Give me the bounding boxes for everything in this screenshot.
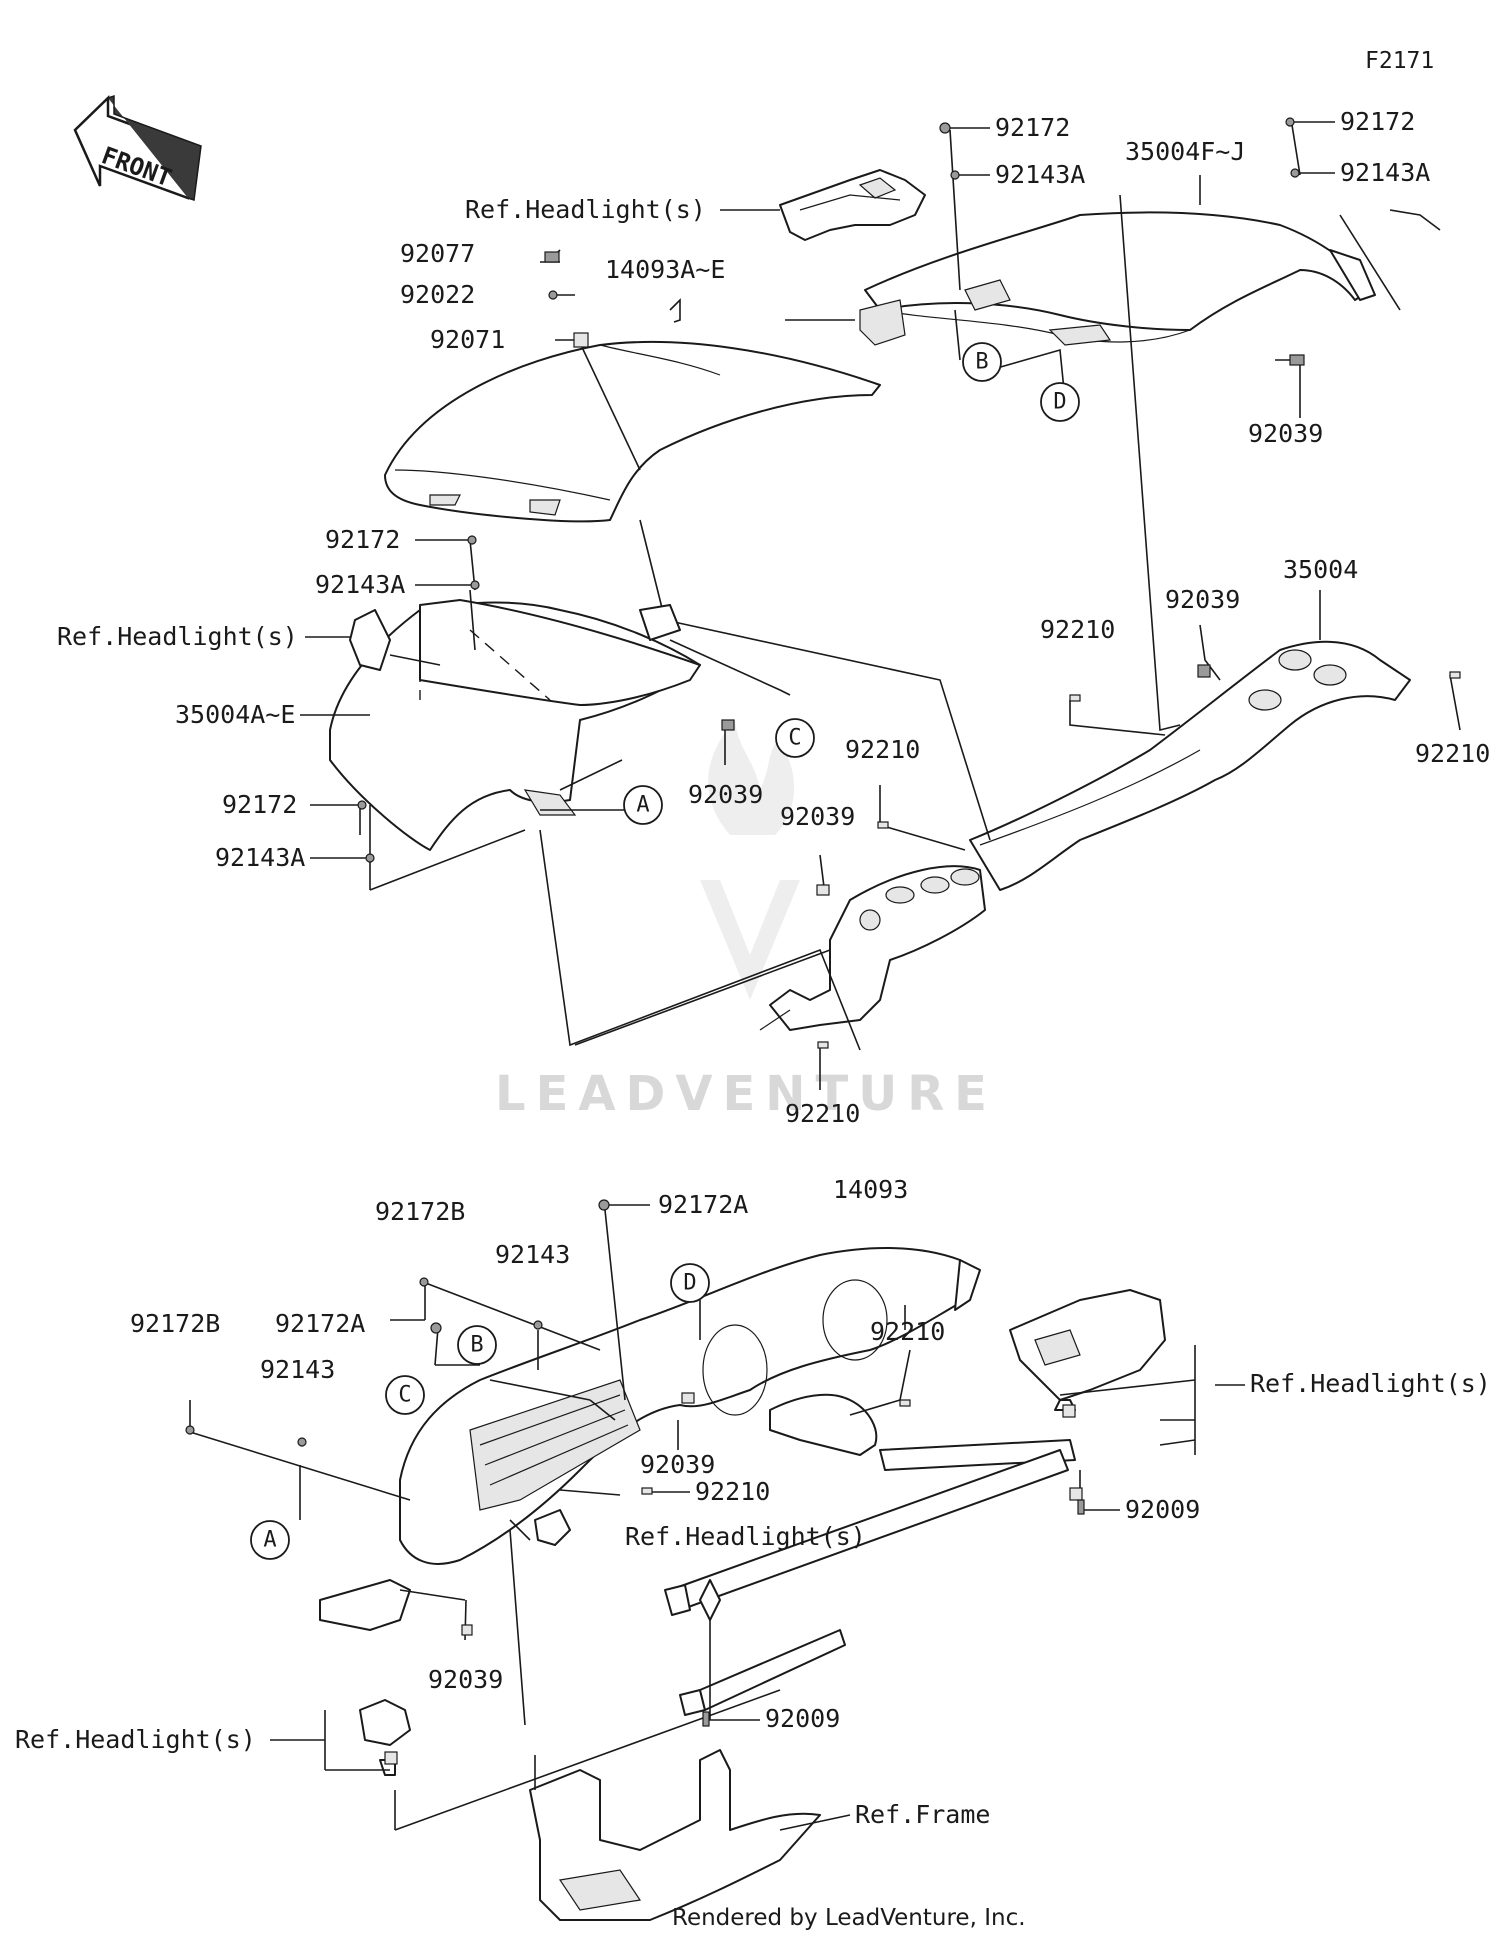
- callout-d-lower: D: [683, 1271, 696, 1296]
- bracket-mid-lower: [534, 1393, 878, 1546]
- callout-circle-c-lower: [385, 1375, 425, 1415]
- label-92039-e: 92039: [428, 1665, 503, 1694]
- label-14093: 14093: [833, 1175, 908, 1204]
- label-35004AE: 35004A~E: [175, 700, 295, 729]
- callout-c-lower: C: [398, 1383, 411, 1408]
- watermark-text: LEADVENTURE: [495, 1066, 997, 1122]
- label-ref-frame: Ref.Frame: [855, 1800, 990, 1829]
- callout-d-upper: D: [1053, 390, 1066, 415]
- label-35004: 35004: [1283, 555, 1358, 584]
- label-ref-headlight-left: Ref.Headlight(s): [57, 622, 298, 651]
- label-92172-low: 92172: [222, 790, 297, 819]
- rendered-by-credit: Rendered by LeadVenture, Inc.: [672, 1905, 1026, 1931]
- part-14093-housing: [319, 1247, 981, 1631]
- part-35004-rail: [969, 640, 1411, 891]
- label-92172-tr1: 92172: [995, 113, 1070, 142]
- label-ref-headlight-top: Ref.Headlight(s): [465, 195, 706, 224]
- label-92172-tr2: 92172: [1340, 107, 1415, 136]
- callout-c-upper: C: [788, 726, 801, 751]
- part-14093AE-cover: [384, 341, 881, 523]
- label-92172-left: 92172: [325, 525, 400, 554]
- label-35004FJ: 35004F~J: [1125, 137, 1245, 166]
- upper-fasteners: [357, 117, 1461, 1049]
- callout-b-lower: B: [470, 1333, 483, 1358]
- label-92143-a: 92143: [495, 1240, 570, 1269]
- headlight-bracket-top: [779, 169, 926, 241]
- label-92071: 92071: [430, 325, 505, 354]
- callout-a-upper: A: [636, 793, 649, 818]
- watermark-logo: [700, 720, 800, 1000]
- label-92039-mid: 92039: [688, 780, 763, 809]
- lower-fasteners: [185, 1199, 1085, 1765]
- label-ref-headlight-lower-right: Ref.Headlight(s): [1250, 1369, 1491, 1398]
- callout-circle-a-upper: [623, 785, 663, 825]
- label-ref-headlight-lower-mid: Ref.Headlight(s): [625, 1522, 866, 1551]
- front-arrow-icon: FRONT: [73, 94, 202, 201]
- figure-id: F2171: [1365, 48, 1434, 74]
- headlight-bracket-left: [349, 609, 391, 671]
- label-92143A-low: 92143A: [215, 843, 305, 872]
- label-92172B-a: 92172B: [375, 1197, 465, 1226]
- label-92022: 92022: [400, 280, 475, 309]
- label-92210-d: 92210: [870, 1317, 945, 1346]
- label-92077: 92077: [400, 239, 475, 268]
- label-92210-bottom: 92210: [785, 1099, 860, 1128]
- label-92172A-top: 92172A: [658, 1190, 748, 1219]
- label-92009-a: 92009: [1125, 1495, 1200, 1524]
- label-92210-b: 92210: [845, 735, 920, 764]
- callout-circle-d-lower: [670, 1263, 710, 1303]
- label-92039-d: 92039: [640, 1450, 715, 1479]
- part-35004AE-cover: [329, 599, 701, 851]
- callout-circle-a-lower: [250, 1520, 290, 1560]
- callout-circle-c-upper: [775, 718, 815, 758]
- label-92210-a: 92210: [1040, 615, 1115, 644]
- label-92172B-b: 92172B: [130, 1309, 220, 1338]
- part-35004FJ-cover: [859, 211, 1376, 346]
- callout-circle-b-lower: [457, 1325, 497, 1365]
- frame-bottom: [529, 1749, 821, 1921]
- frame-crossbar: [664, 1439, 1076, 1716]
- label-92009-b: 92009: [765, 1704, 840, 1733]
- lower-leader-lines: [189, 1204, 1245, 1831]
- label-92143A-tr2: 92143A: [1340, 158, 1430, 187]
- label-92210-right: 92210: [1415, 739, 1490, 768]
- label-92039-c: 92039: [780, 802, 855, 831]
- callout-a-lower: A: [263, 1528, 276, 1553]
- label-92143A-left: 92143A: [315, 570, 405, 599]
- label-92143A-tr1: 92143A: [995, 160, 1085, 189]
- part-lower-mid-bracket: [759, 865, 986, 1031]
- callout-circle-b-upper: [962, 342, 1002, 382]
- callout-b-upper: B: [975, 350, 988, 375]
- label-14093AE: 14093A~E: [605, 255, 725, 284]
- label-92039-b: 92039: [1165, 585, 1240, 614]
- label-92039-topright: 92039: [1248, 419, 1323, 448]
- label-92143-b: 92143: [260, 1355, 335, 1384]
- upper-leader-lines: [300, 121, 1461, 1090]
- callout-circle-d-upper: [1040, 382, 1080, 422]
- label-92210-e: 92210: [695, 1477, 770, 1506]
- label-92172A-b: 92172A: [275, 1309, 365, 1338]
- label-ref-headlight-lower-left: Ref.Headlight(s): [15, 1725, 256, 1754]
